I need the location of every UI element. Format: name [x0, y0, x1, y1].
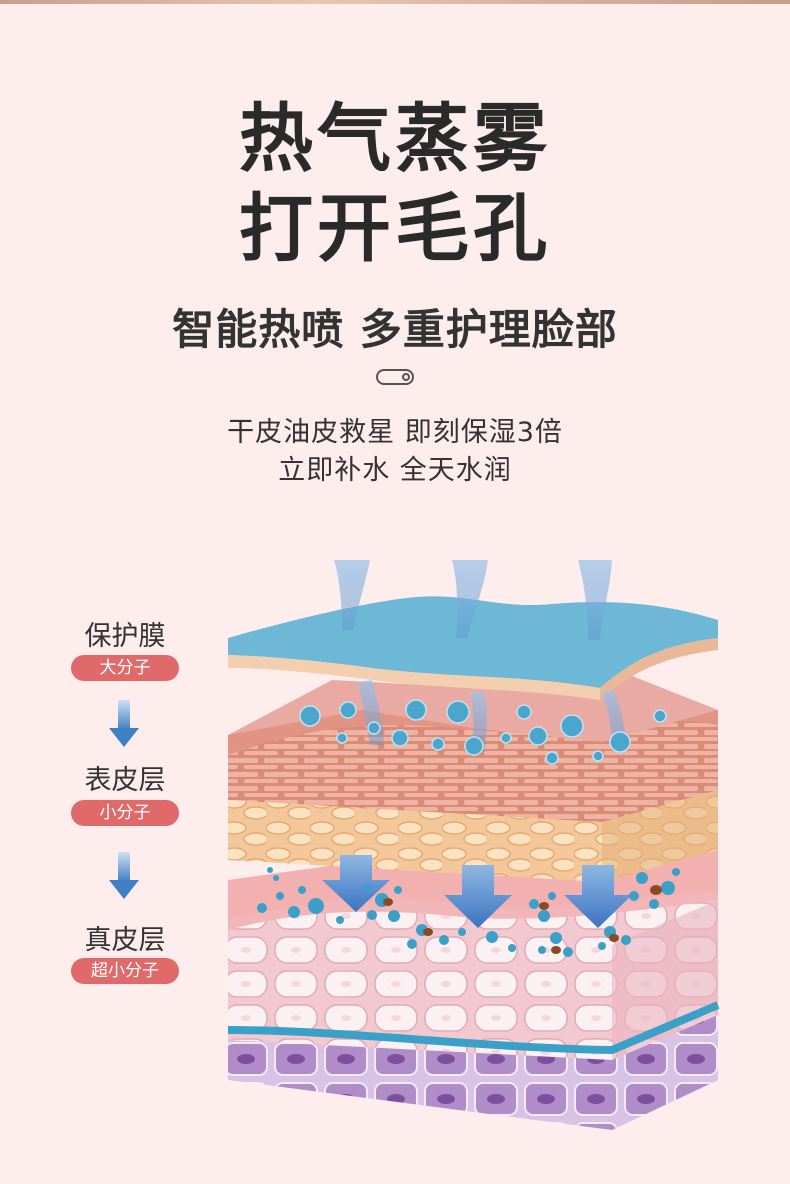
impurity-particles: [383, 885, 662, 954]
absorption-arrows: [322, 855, 632, 928]
tag-ultra-small-molecule: 超小分子: [71, 958, 179, 984]
headline-line1: 热气蒸雾: [239, 96, 551, 182]
description-line1: 干皮油皮救星 即刻保湿3倍: [227, 417, 563, 448]
layer-label-epidermis: 表皮层: [84, 765, 166, 796]
description-line2: 立即补水 全天水润: [278, 455, 512, 486]
water-droplets: [299, 699, 667, 765]
skin-layers-illustration: [227, 560, 720, 1130]
layer-label-protective-film: 保护膜: [84, 621, 166, 652]
tag-large-molecule: 大分子: [71, 655, 179, 681]
down-arrow-icon: [109, 852, 139, 899]
tag-small-molecule: 小分子: [71, 800, 179, 826]
top-photo-strip: [0, 0, 790, 4]
down-arrow-icon: [109, 700, 139, 747]
toggle-icon: [376, 369, 414, 385]
layer-label-dermis: 真皮层: [84, 925, 166, 956]
subtitle: 智能热喷 多重护理脸部: [172, 305, 618, 354]
headline-line2: 打开毛孔: [239, 186, 551, 272]
